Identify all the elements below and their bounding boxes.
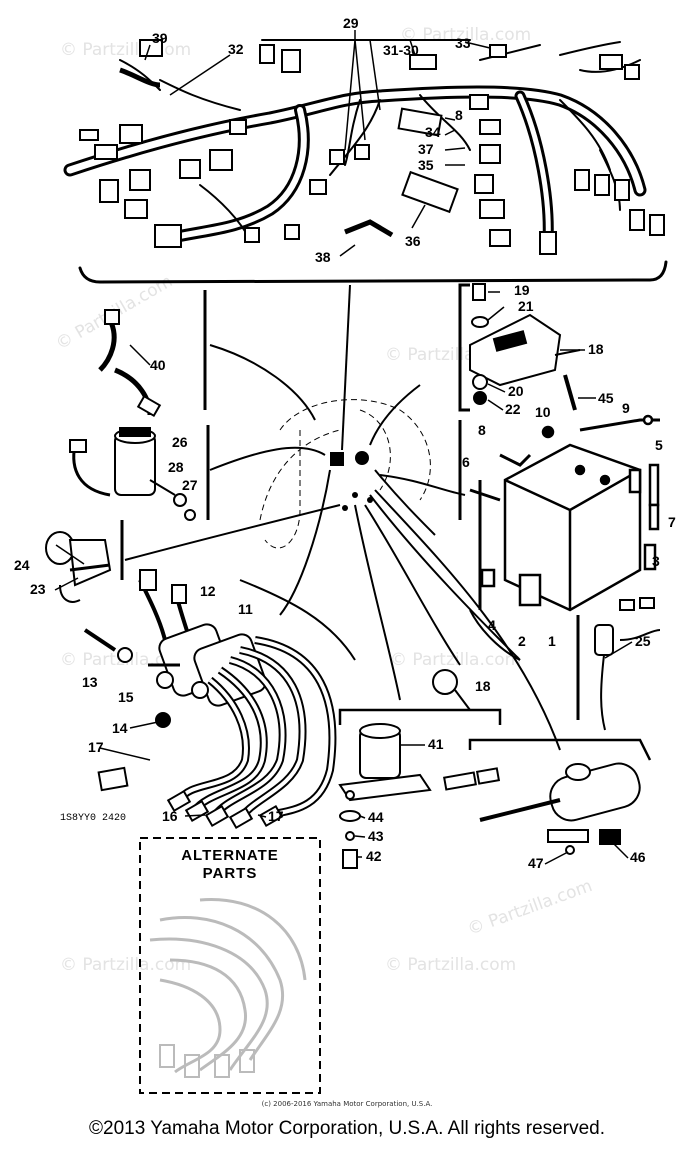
callout-6: 6 xyxy=(462,454,470,470)
footer-copyright: ©2013 Yamaha Motor Corporation, U.S.A. A… xyxy=(89,1118,605,1139)
callout-22: 22 xyxy=(505,401,521,417)
callout-9: 9 xyxy=(622,400,630,416)
callout-29: 29 xyxy=(343,15,359,31)
callout-16: 16 xyxy=(162,808,178,824)
callout-45: 45 xyxy=(598,390,614,406)
callout-15: 15 xyxy=(118,689,134,705)
watermark: © Partzilla.com xyxy=(60,955,191,975)
callout-44: 44 xyxy=(368,809,384,825)
callout-8: 8 xyxy=(478,422,486,438)
callout-10: 10 xyxy=(535,404,551,420)
callout-20: 20 xyxy=(508,383,524,399)
battery xyxy=(458,374,661,661)
callout-34: 34 xyxy=(425,124,441,140)
callout-40: 40 xyxy=(150,357,166,373)
plug-leads xyxy=(176,579,356,823)
callout-3: 3 xyxy=(652,553,660,569)
part-39-cable xyxy=(119,67,161,88)
callout-37: 37 xyxy=(418,141,434,157)
leader-lines-top xyxy=(144,30,491,257)
callout-43: 43 xyxy=(368,828,384,844)
part-code: 1S8YY0 2420 xyxy=(60,813,126,824)
part-38-bracket xyxy=(344,219,394,238)
callout-2: 2 xyxy=(518,633,526,649)
callout-14: 14 xyxy=(112,720,128,736)
watermark: © Partzilla.com xyxy=(385,955,516,975)
wire-harness-group xyxy=(63,39,668,284)
callout-33: 33 xyxy=(455,35,471,51)
tie-lines xyxy=(124,284,561,751)
callout-1: 1 xyxy=(548,633,556,649)
callout-38: 38 xyxy=(315,249,331,265)
callout-31-30: 31-30 xyxy=(383,42,419,58)
bolts-13-15 xyxy=(83,628,171,728)
callout-7: 7 xyxy=(668,514,676,530)
part-18-sensor xyxy=(432,669,471,711)
watermark: © Partzilla.com xyxy=(465,876,595,940)
callout-32: 32 xyxy=(228,41,244,57)
callout-23: 23 xyxy=(30,581,46,597)
harness-connectors xyxy=(79,39,665,255)
part-26-ignition xyxy=(69,425,210,521)
center-connectors xyxy=(330,451,373,511)
callout-41: 41 xyxy=(428,736,444,752)
part-40-cable xyxy=(98,290,207,418)
callout-24: 24 xyxy=(14,557,30,573)
callout-36: 36 xyxy=(405,233,421,249)
callout-17-right: 17 xyxy=(268,808,284,824)
callout-17-left: 17 xyxy=(88,739,104,755)
leader-lines-lower xyxy=(54,291,633,865)
alternate-label: ALTERNATE xyxy=(181,847,279,864)
part-25-switch xyxy=(576,597,655,731)
frame-sketch xyxy=(259,399,431,549)
callouts: 39 32 29 31-30 33 8 34 37 35 36 38 40 19… xyxy=(14,15,676,871)
callout-4: 4 xyxy=(488,617,496,633)
callout-18-sensor: 18 xyxy=(475,678,491,694)
callout-21: 21 xyxy=(518,298,534,314)
callout-47: 47 xyxy=(528,855,544,871)
callout-27: 27 xyxy=(182,477,198,493)
callout-35: 35 xyxy=(418,157,434,173)
alternate-parts-box: ALTERNATE PARTS xyxy=(139,837,321,1094)
part-18-cdi xyxy=(458,283,581,412)
callout-46: 46 xyxy=(630,849,646,865)
part-23-24 xyxy=(45,520,124,603)
callout-39: 39 xyxy=(152,30,168,46)
part-46-starter xyxy=(468,738,652,855)
callout-11: 11 xyxy=(238,601,253,617)
callout-8-top: 8 xyxy=(455,107,463,123)
callout-42: 42 xyxy=(366,848,382,864)
callout-28: 28 xyxy=(168,459,184,475)
callout-13: 13 xyxy=(82,674,98,690)
part-41-relay xyxy=(338,708,502,869)
callout-18-cdi: 18 xyxy=(588,341,604,357)
callout-5: 5 xyxy=(655,437,663,453)
small-copyright: (c) 2006-2016 Yamaha Motor Corporation, … xyxy=(262,1100,433,1108)
callout-26: 26 xyxy=(172,434,188,450)
callout-19: 19 xyxy=(514,282,530,298)
watermark: © Partzilla.com xyxy=(60,40,191,60)
parts-label: PARTS xyxy=(203,865,258,882)
callout-12: 12 xyxy=(200,583,216,599)
callout-25: 25 xyxy=(635,633,651,649)
